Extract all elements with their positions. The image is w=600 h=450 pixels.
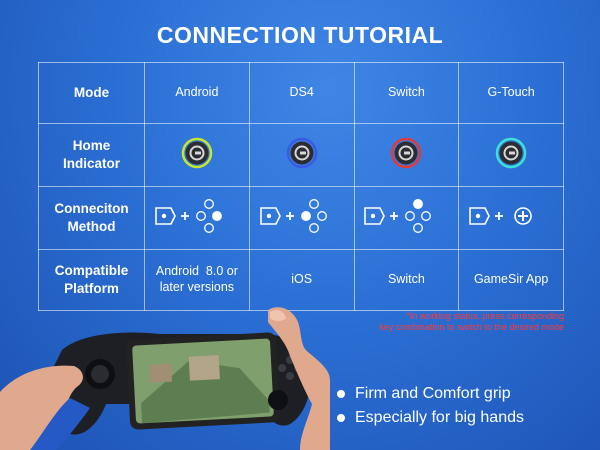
button-combo-icon	[155, 198, 222, 233]
mode-row: Mode Android DS4 Switch G-Touch	[38, 62, 564, 124]
mode-switch: Switch	[353, 62, 460, 124]
row-label-mode: Mode	[38, 62, 145, 124]
page-title: CONNECTION TUTORIAL	[156, 22, 444, 48]
platform-gamesir: GameSir App	[458, 249, 564, 311]
mode-ds4: DS4	[248, 62, 355, 124]
button-combo-icon	[469, 206, 532, 225]
bullet-dot-icon	[337, 390, 345, 398]
home-indicator-icon	[181, 137, 213, 168]
home-indicator-icon	[391, 137, 422, 168]
platform-ios: iOS	[248, 249, 355, 311]
note-line-1: *In working status, press corresponding	[406, 311, 564, 321]
method-android	[144, 186, 250, 250]
button-combo-icon	[259, 198, 327, 233]
platform-switch: Switch	[353, 249, 460, 311]
feature-item: Especially for big hands	[337, 406, 524, 430]
indicator-switch	[353, 123, 460, 187]
method-ds4	[248, 186, 355, 250]
indicator-gtouch	[458, 123, 564, 187]
mode-android: Android	[144, 62, 250, 124]
mode-gtouch: G-Touch	[458, 62, 564, 124]
button-combo-icon	[364, 198, 432, 233]
mode-switch-note: *In working status, press corresponding …	[379, 311, 564, 334]
bullet-dot-icon	[337, 414, 345, 422]
feature-item: Firm and Comfort grip	[337, 382, 524, 406]
method-gtouch	[458, 186, 564, 250]
note-line-2: key combination to switch to the desired…	[379, 322, 564, 333]
home-indicator-icon	[495, 137, 527, 168]
indicator-ds4	[248, 123, 355, 187]
indicator-android	[144, 123, 250, 187]
controller-photo	[0, 307, 330, 450]
feature-list: Firm and Comfort grip Especially for big…	[337, 382, 524, 430]
method-switch	[353, 186, 460, 250]
home-indicator-icon	[286, 137, 317, 168]
